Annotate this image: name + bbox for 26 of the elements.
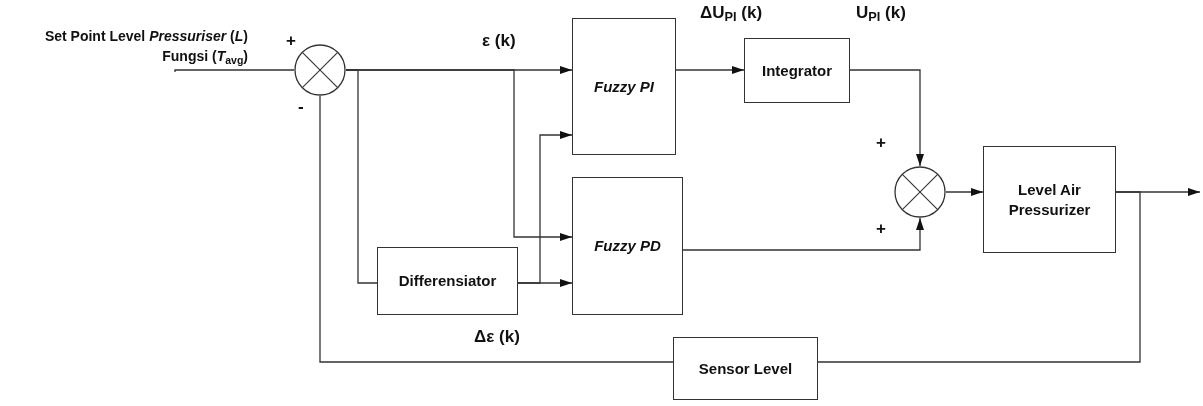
signal-label: +	[286, 30, 296, 52]
signal-line	[319, 95, 674, 363]
summing-junction	[894, 166, 946, 218]
input-label: Set Point Level Pressuriser (L) Fungsi (T$_{avg}$)	[43, 27, 249, 66]
block: Fuzzy PI	[572, 18, 676, 155]
signal-line	[682, 217, 924, 251]
summing-junction	[294, 44, 346, 96]
signal-label: ε (k)	[482, 30, 516, 52]
signal-label: +	[876, 132, 886, 154]
signal-label: U$_{PI}$ (k)	[856, 2, 906, 24]
signal-label: ΔU$_{PI}$ (k)	[700, 2, 763, 24]
block: Sensor Level	[673, 337, 818, 400]
signal-label: +	[876, 218, 886, 240]
block: Differensiator	[377, 247, 518, 315]
signal-line	[945, 188, 984, 196]
signal-line	[517, 131, 573, 284]
signal-line	[675, 66, 745, 74]
signal-label: -	[298, 96, 304, 118]
block: Integrator	[744, 38, 850, 103]
signal-line	[174, 69, 295, 73]
signal-line	[345, 69, 378, 284]
signal-label: Δε (k)	[474, 326, 520, 348]
signal-line	[849, 69, 924, 167]
block: Fuzzy PD	[572, 177, 683, 315]
signal-line	[817, 191, 1141, 363]
block: Level Air Pressurizer	[983, 146, 1116, 253]
